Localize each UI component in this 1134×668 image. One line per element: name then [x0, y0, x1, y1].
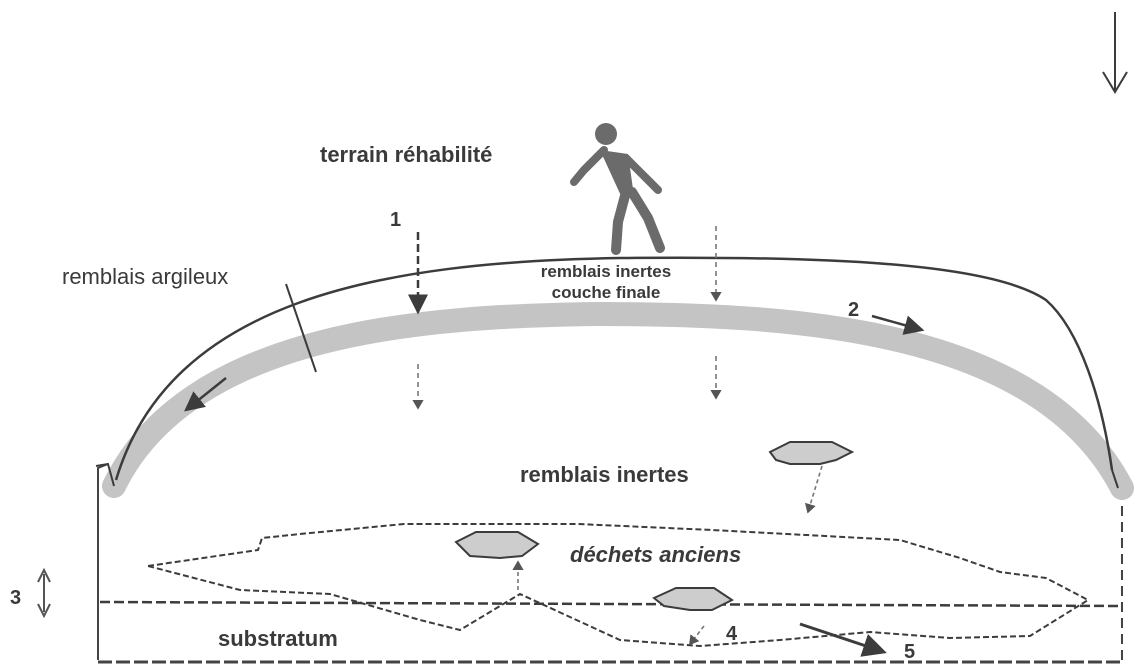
label-remblais-inertes: remblais inertes	[520, 462, 689, 487]
leachate-arrow-upper	[808, 466, 822, 512]
label-remblais-inertes-top: remblais inertes	[541, 262, 671, 281]
marker-5: 5	[904, 641, 915, 663]
waste-lens-upper	[770, 442, 852, 464]
waste-lens-lower	[654, 588, 732, 610]
waste-lens-middle	[456, 532, 538, 558]
substratum-boundary	[100, 602, 1122, 606]
down-arrow-icon	[1103, 12, 1127, 92]
label-substratum: substratum	[218, 626, 338, 651]
label-couche-finale: couche finale	[552, 283, 661, 302]
label-remblais-argileux: remblais argileux	[62, 264, 228, 289]
marker-1: 1	[390, 209, 401, 231]
marker-4: 4	[726, 623, 738, 645]
arrow-3-water-table	[38, 570, 50, 616]
label-dechets-anciens: déchets anciens	[570, 542, 741, 567]
walking-person-icon	[574, 123, 660, 250]
label-terrain-rehabilite: terrain réhabilité	[320, 142, 492, 167]
marker-2: 2	[848, 299, 859, 321]
arrow-4-leachate	[690, 626, 704, 644]
marker-3: 3	[10, 587, 21, 609]
